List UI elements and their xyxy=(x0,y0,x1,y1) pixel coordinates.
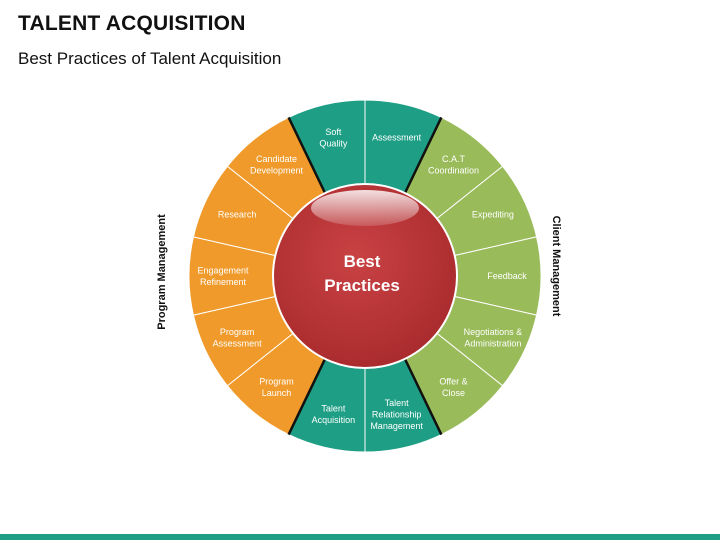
center-circle xyxy=(272,183,458,369)
segment-label: Feedback xyxy=(487,271,527,281)
segment-label: Launch xyxy=(262,388,292,398)
footer-bar xyxy=(0,534,720,540)
segment-label: Talent xyxy=(385,398,410,408)
group-divider xyxy=(403,358,443,436)
center-gloss-highlight xyxy=(311,190,419,226)
segment-label: Offer & xyxy=(439,376,467,386)
segment-label: Close xyxy=(442,388,465,398)
segment-label: Coordination xyxy=(428,166,479,176)
segment-label: Quality xyxy=(319,138,348,148)
segment-label: Management xyxy=(370,421,423,431)
segment-label: Negotiations & xyxy=(464,327,523,337)
segment-label: Talent xyxy=(321,404,346,414)
segment-label: Acquisition xyxy=(312,415,356,425)
segment-label: Development xyxy=(250,166,304,176)
segment-label: Program xyxy=(220,327,255,337)
group-divider xyxy=(287,358,327,436)
segment-label: Refinement xyxy=(200,277,247,287)
segment-label: Relationship xyxy=(372,409,422,419)
group-divider xyxy=(403,116,443,194)
segment-label: C.A.T xyxy=(442,154,466,164)
segment-label: Assessment xyxy=(372,133,422,143)
center-label: Practices xyxy=(324,276,400,295)
segment-label: Expediting xyxy=(472,209,514,219)
page-subtitle: Best Practices of Talent Acquisition xyxy=(18,49,282,68)
segment-label: Candidate xyxy=(256,154,297,164)
segment-label: Research xyxy=(218,209,257,219)
segment-label: Assessment xyxy=(213,338,263,348)
segment-label: Engagement xyxy=(197,265,249,275)
page-title: TALENT ACQUISITION xyxy=(18,12,246,35)
segment-label: Administration xyxy=(464,338,521,348)
group-divider xyxy=(287,116,327,194)
segment-label: Program xyxy=(259,376,294,386)
center-label: Best xyxy=(344,252,381,271)
segment-label: Soft xyxy=(325,127,342,137)
